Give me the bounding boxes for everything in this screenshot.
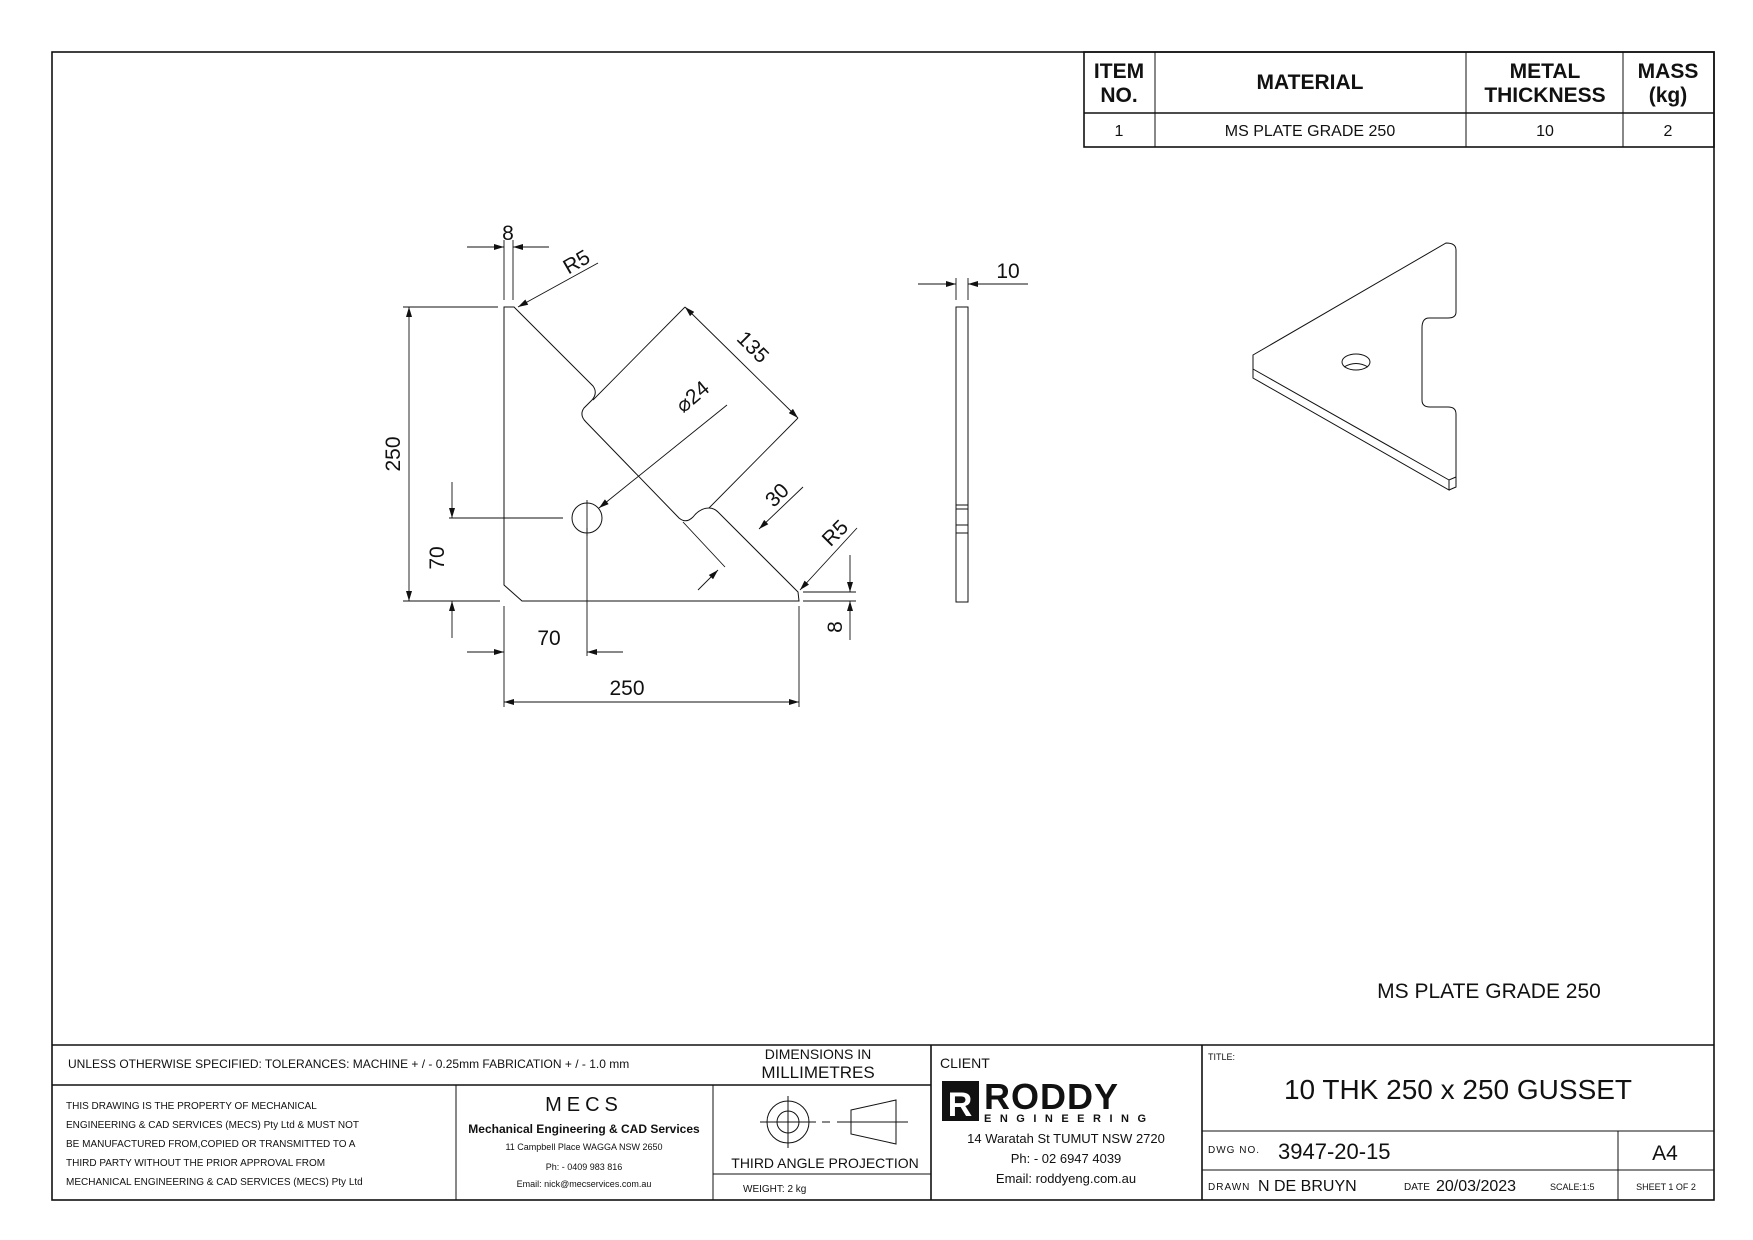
- notice-line: THIRD PARTY WITHOUT THE PRIOR APPROVAL F…: [66, 1158, 325, 1169]
- company-block: MECS Mechanical Engineering & CAD Servic…: [468, 1094, 700, 1189]
- drawn-label: DRAWN: [1208, 1182, 1250, 1193]
- drawn-by: N DE BRUYN: [1258, 1178, 1357, 1195]
- third-angle-projection-icon: [760, 1096, 908, 1148]
- notice-line: MECHANICAL ENGINEERING & CAD SERVICES (M…: [66, 1177, 363, 1188]
- client-label: CLIENT: [940, 1055, 990, 1071]
- scale: SCALE:1:5: [1550, 1182, 1595, 1192]
- front-view: 8 R5 250 70 70 250 135 ⌀24: [382, 222, 858, 707]
- dwg-no-label: DWG NO.: [1208, 1145, 1260, 1156]
- client-phone: Ph: - 02 6947 4039: [1011, 1151, 1122, 1166]
- dim-hole-diameter: ⌀24: [672, 376, 715, 417]
- mecs-logo: MECS: [545, 1094, 623, 1116]
- tolerances-note: UNLESS OTHERWISE SPECIFIED: TOLERANCES: …: [68, 1057, 629, 1071]
- dim-top-width: 8: [502, 222, 514, 245]
- side-view: 10: [918, 260, 1028, 603]
- client-address: 14 Waratah St TUMUT NSW 2720: [967, 1131, 1165, 1146]
- title-block: UNLESS OTHERWISE SPECIFIED: TOLERANCES: …: [52, 1044, 1714, 1200]
- header-mass: MASS: [1638, 60, 1699, 83]
- company-name: Mechanical Engineering & CAD Services: [468, 1122, 700, 1136]
- header-item-no-2: NO.: [1100, 84, 1137, 107]
- units-line2: MILLIMETRES: [761, 1063, 874, 1082]
- dim-top-radius: R5: [559, 246, 594, 279]
- client-block: CLIENT R RODDY ENGINEERING 14 Waratah St…: [940, 1055, 1165, 1186]
- notice-line: BE MANUFACTURED FROM,COPIED OR TRANSMITT…: [66, 1139, 356, 1150]
- dim-hole-y: 70: [426, 546, 449, 569]
- dim-height: 250: [382, 436, 405, 471]
- cell-item-no: 1: [1115, 123, 1124, 140]
- dim-bottom-radius: R5: [818, 516, 853, 551]
- projection-label: THIRD ANGLE PROJECTION: [731, 1155, 918, 1171]
- svg-text:R: R: [948, 1086, 973, 1124]
- isometric-view: [1252, 242, 1457, 491]
- notice-line: THIS DRAWING IS THE PROPERTY OF MECHANIC…: [66, 1101, 317, 1112]
- gusset-outline: [503, 306, 800, 602]
- dwg-no: 3947-20-15: [1278, 1139, 1391, 1164]
- company-phone: Ph: - 0409 983 816: [546, 1162, 623, 1172]
- sheet-size: A4: [1652, 1142, 1678, 1165]
- property-notice: THIS DRAWING IS THE PROPERTY OF MECHANIC…: [66, 1101, 363, 1188]
- dim-width: 250: [609, 677, 644, 700]
- client-logo-main: RODDY: [984, 1076, 1119, 1117]
- cell-material: MS PLATE GRADE 250: [1225, 123, 1396, 140]
- weight-label: WEIGHT: 2 kg: [743, 1184, 806, 1195]
- dim-hole-x: 70: [537, 627, 560, 650]
- table-row: 1 MS PLATE GRADE 250 10 2: [1115, 123, 1673, 140]
- units-line1: DIMENSIONS IN: [765, 1046, 872, 1062]
- sheet-number: SHEET 1 OF 2: [1636, 1182, 1696, 1192]
- cell-mass: 2: [1664, 123, 1673, 140]
- date-label: DATE: [1404, 1182, 1430, 1193]
- date: 20/03/2023: [1436, 1178, 1516, 1195]
- header-material: MATERIAL: [1257, 71, 1364, 94]
- dim-bottom-height: 8: [824, 621, 847, 633]
- title-label: TITLE:: [1208, 1052, 1235, 1062]
- company-email: Email: nick@mecservices.com.au: [517, 1179, 652, 1189]
- notice-line: ENGINEERING & CAD SERVICES (MECS) Pty Lt…: [66, 1120, 359, 1131]
- drawing-title: 10 THK 250 x 250 GUSSET: [1284, 1074, 1632, 1105]
- bom-table: ITEM NO. MATERIAL METAL THICKNESS MASS (…: [1083, 51, 1715, 148]
- header-thickness: METAL: [1510, 60, 1581, 83]
- header-mass-2: (kg): [1649, 84, 1688, 107]
- header-item-no: ITEM: [1094, 60, 1144, 83]
- roddy-logo: R RODDY ENGINEERING: [942, 1076, 1155, 1125]
- dim-tab-length: 135: [732, 327, 773, 368]
- material-note: MS PLATE GRADE 250: [1377, 980, 1601, 1003]
- header-thickness-2: THICKNESS: [1484, 84, 1605, 107]
- dim-tab-depth: 30: [761, 479, 794, 512]
- sheet-border: [51, 51, 1715, 1201]
- client-email: Email: roddyeng.com.au: [996, 1171, 1136, 1186]
- cell-thickness: 10: [1536, 123, 1554, 140]
- client-logo-sub: ENGINEERING: [984, 1113, 1155, 1125]
- dim-thickness: 10: [996, 260, 1019, 283]
- company-address: 11 Campbell Place WAGGA NSW 2650: [505, 1142, 662, 1152]
